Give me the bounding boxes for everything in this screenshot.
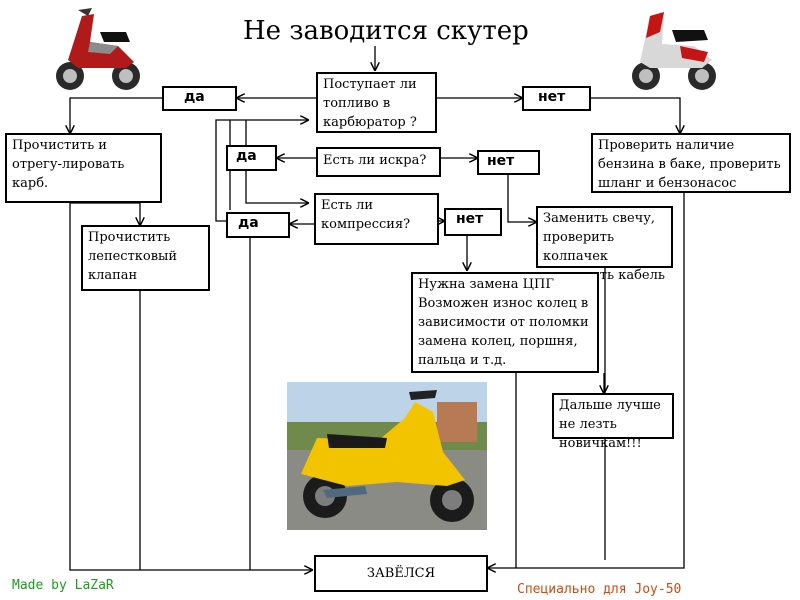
red-white-scooter-image (632, 12, 716, 90)
answer-yes-compression: да (226, 212, 290, 238)
started-box: ЗАВЁЛСЯ (314, 555, 488, 592)
author-credit: Made by LaZaR (12, 578, 114, 593)
clean-carb-box: Прочистить и отрегу-лировать карб. (5, 133, 162, 203)
answer-no-spark: нет (477, 150, 540, 175)
dedication-credit: Специально для Joy-50 (517, 582, 682, 597)
replace-plug-box: Заменить свечу, проверить колпачек прове… (536, 206, 673, 283)
page-title: Не заводится скутер (243, 16, 529, 46)
yellow-scooter-image (287, 382, 487, 530)
spark-question-box: Есть ли искра? (316, 147, 441, 177)
answer-yes-fuel: да (162, 86, 237, 111)
compression-question-box: Есть ли компрессия? (314, 193, 439, 245)
answer-no-compression: нет (444, 208, 502, 236)
red-scooter-image (56, 8, 140, 90)
answer-yes-spark: да (226, 145, 277, 171)
answer-no-fuel: нет (522, 86, 591, 111)
cylinder-box: Нужна замена ЦПГ Возможен износ колец в … (411, 272, 599, 373)
novice-warning-box: Дальше лучше не лезть новичкам!!! (552, 393, 674, 451)
clean-valve-box: Прочистить лепестковый клапан (81, 225, 210, 291)
check-fuel-box: Проверить наличие бензина в баке, провер… (591, 133, 791, 193)
fuel-question-box: Поступает ли топливо в карбюратор ? (316, 72, 437, 133)
